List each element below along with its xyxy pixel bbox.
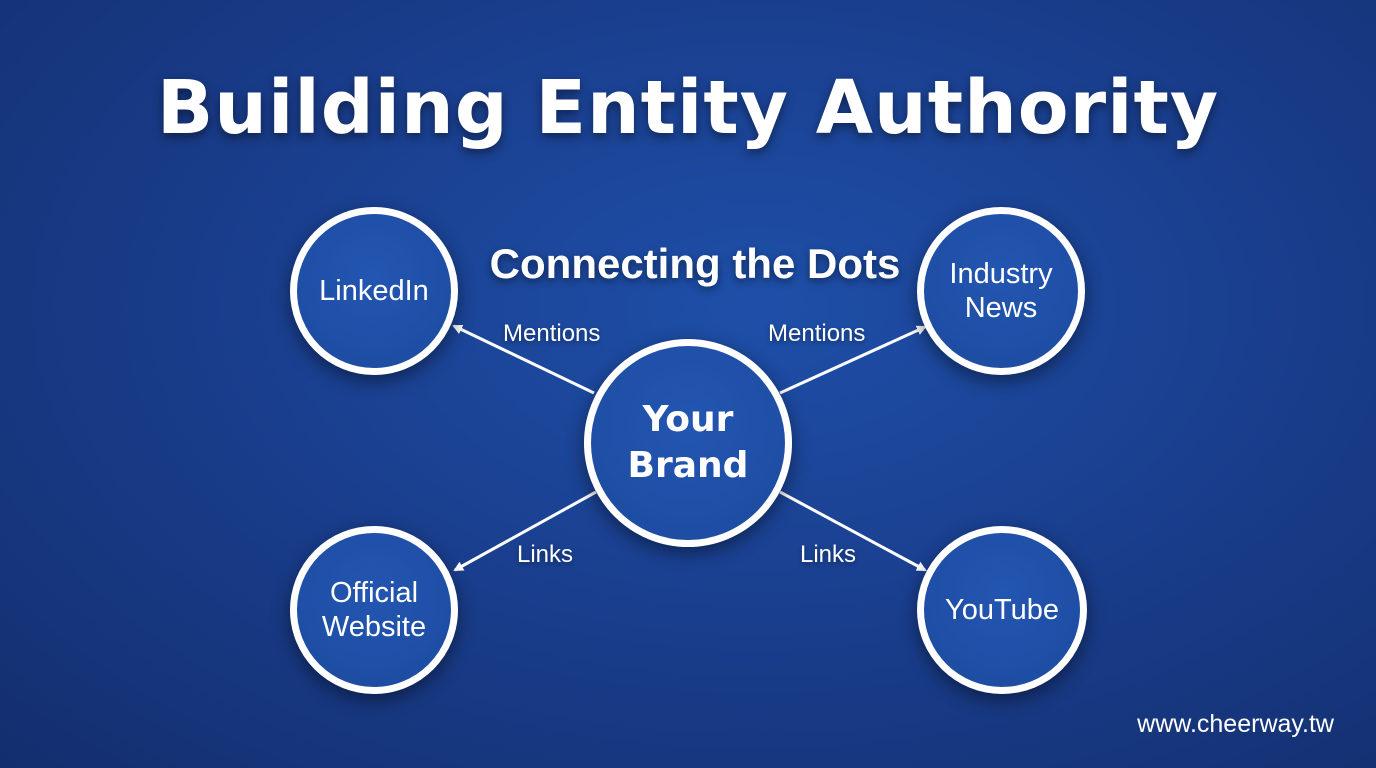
node-official-website: Official Website <box>290 526 458 694</box>
node-your-brand-label: Your Brand <box>627 399 749 486</box>
node-industry-news-label: Industry News <box>949 258 1053 324</box>
node-industry-news: Industry News <box>917 207 1085 375</box>
arrow-to-youtube <box>779 490 927 572</box>
node-linkedin: LinkedIn <box>290 207 458 375</box>
arrow-to-linkedin <box>452 324 595 395</box>
diagram-subtitle: Connecting the Dots <box>489 240 901 287</box>
node-youtube: YouTube <box>917 526 1087 694</box>
node-official-website-label: Official Website <box>321 577 427 643</box>
arrow-to-industry-news <box>779 325 927 395</box>
node-youtube-label: YouTube <box>945 594 1059 626</box>
node-your-brand: Your Brand <box>584 339 792 547</box>
node-linkedin-label: LinkedIn <box>319 275 429 307</box>
edge-label-industry-news: Mentions <box>768 320 866 347</box>
footer-url: www.cheerway.tw <box>1137 710 1334 738</box>
arrow-to-official-website <box>453 490 597 572</box>
edge-label-linkedin: Mentions <box>503 320 601 347</box>
edge-label-youtube: Links <box>800 541 857 568</box>
page-title: Building Entity Authority <box>156 65 1220 151</box>
edge-label-official-website: Links <box>517 541 574 568</box>
